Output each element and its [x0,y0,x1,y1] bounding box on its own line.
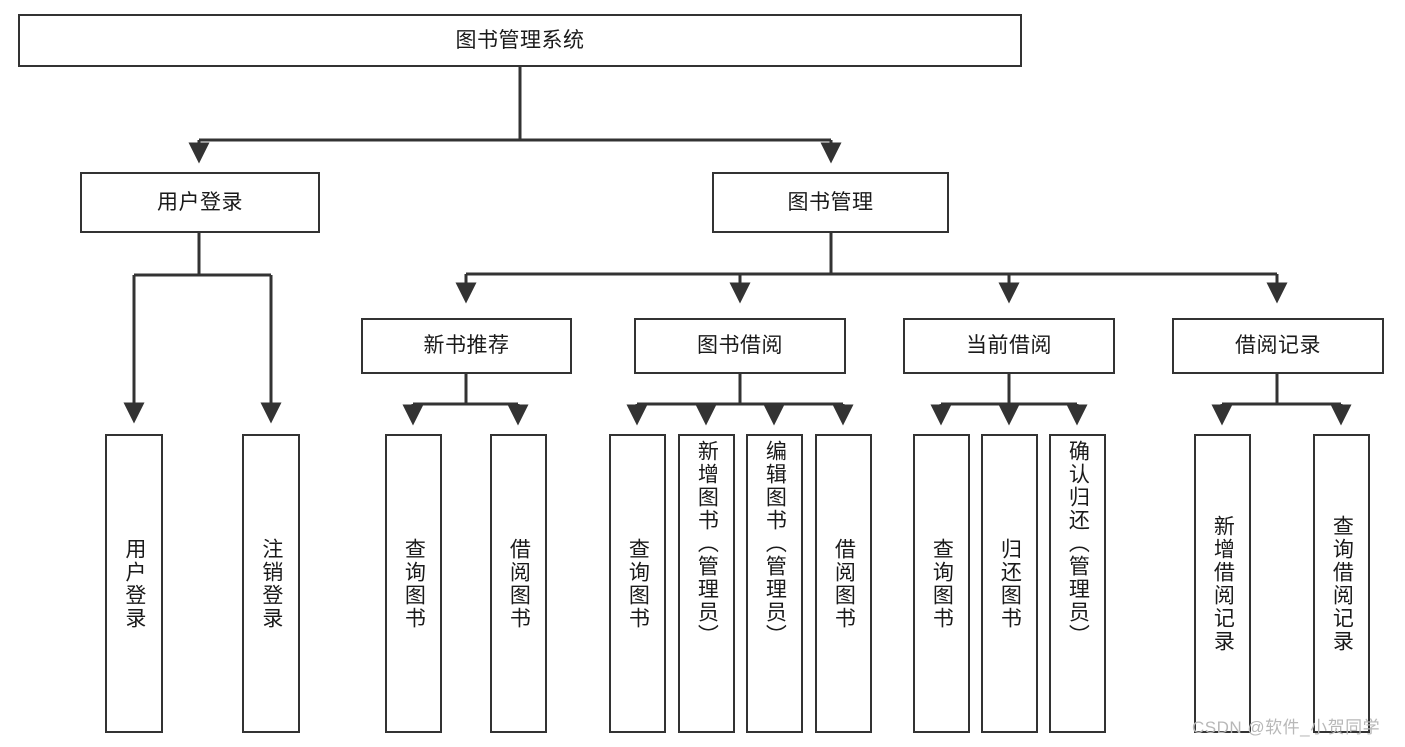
node-label: 图书管理系统 [455,28,585,52]
node-label: 当前借阅 [966,334,1052,358]
node-book-borrow[interactable]: 图书借阅 [634,318,846,374]
node-label: 注销登录 [259,537,283,630]
node-label: 查询借阅记录 [1330,514,1354,653]
node-label: 查询图书 [930,537,954,630]
leaf-new-book-borrow[interactable]: 借阅图书 [490,434,547,733]
leaf-current-borrow-confirm-return[interactable]: 确认归还（管理员） [1049,434,1106,733]
node-label: 查询图书 [402,537,426,630]
node-current-borrow[interactable]: 当前借阅 [903,318,1115,374]
node-root-system[interactable]: 图书管理系统 [18,14,1022,67]
node-label: 新增图书（管理员） [695,440,719,647]
csdn-watermark: CSDN @软件_小贺同学 [1192,718,1381,737]
leaf-book-borrow-add[interactable]: 新增图书（管理员） [678,434,735,733]
node-label: 查询图书 [626,537,650,630]
node-borrow-record[interactable]: 借阅记录 [1172,318,1384,374]
node-label: 借阅图书 [832,537,856,630]
node-label: 图书管理 [787,190,874,214]
node-label: 归还图书 [998,537,1022,630]
leaf-book-borrow-edit[interactable]: 编辑图书（管理员） [746,434,803,733]
leaf-borrow-record-add[interactable]: 新增借阅记录 [1194,434,1251,733]
node-label: 借阅图书 [507,537,531,630]
node-label: 借阅记录 [1235,334,1321,358]
node-label: 用户登录 [122,537,146,630]
leaf-book-borrow-borrow[interactable]: 借阅图书 [815,434,872,733]
node-label: 用户登录 [157,190,243,214]
node-label: 新增借阅记录 [1211,514,1235,653]
leaf-current-borrow-query[interactable]: 查询图书 [913,434,970,733]
node-book-management[interactable]: 图书管理 [712,172,949,233]
leaf-new-book-query[interactable]: 查询图书 [385,434,442,733]
node-new-book-recommend[interactable]: 新书推荐 [361,318,572,374]
node-label: 编辑图书（管理员） [763,440,787,647]
node-label: 确认归还（管理员） [1066,440,1090,647]
leaf-user-login-logout[interactable]: 注销登录 [242,434,300,733]
leaf-current-borrow-return[interactable]: 归还图书 [981,434,1038,733]
node-label: 图书借阅 [697,334,783,358]
node-label: 新书推荐 [423,334,510,358]
leaf-book-borrow-query[interactable]: 查询图书 [609,434,666,733]
leaf-user-login-login[interactable]: 用户登录 [105,434,163,733]
node-user-login[interactable]: 用户登录 [80,172,320,233]
leaf-borrow-record-query[interactable]: 查询借阅记录 [1313,434,1370,733]
